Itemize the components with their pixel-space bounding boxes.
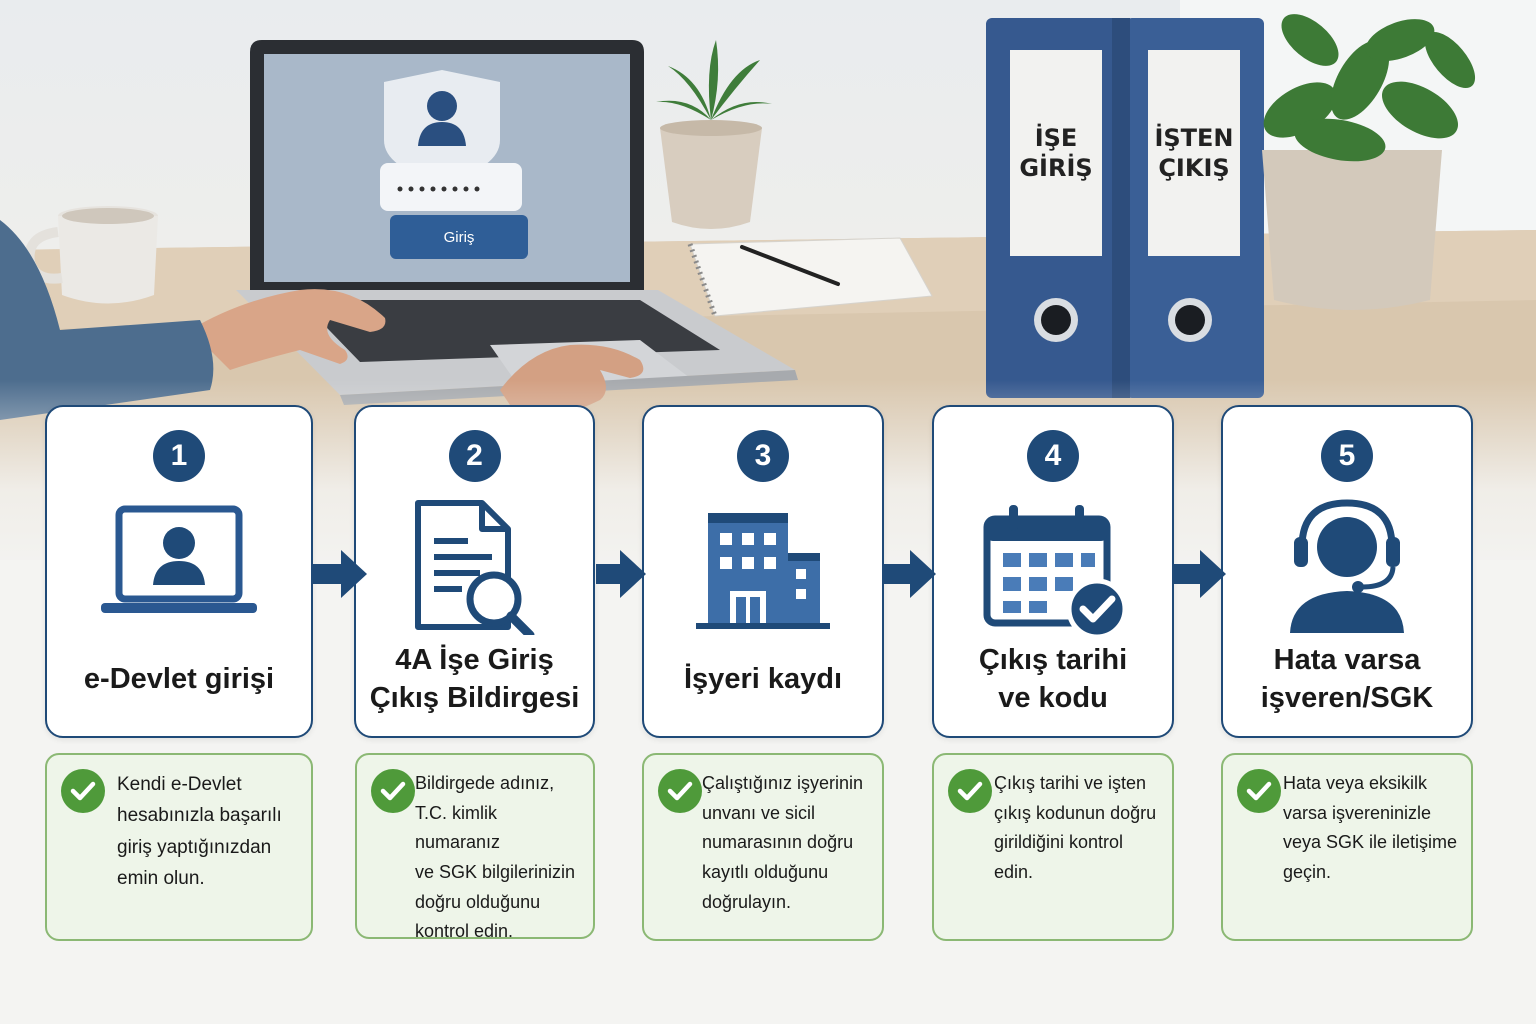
- arrow-right-icon: [313, 550, 367, 598]
- calendar-check-icon: [983, 505, 1128, 635]
- tip-line: doğru olduğunu: [415, 891, 541, 912]
- step-title-line: işveren/SGK: [1260, 682, 1434, 714]
- tip-line: kontrol edin.: [415, 921, 514, 942]
- binders-illustration: [986, 18, 1264, 398]
- tip-card-3: Çalıştığınız işyerinin unvanı ve sicil n…: [642, 753, 884, 941]
- step-title-line: ve kodu: [998, 682, 1108, 714]
- checkmark-icon: [1237, 769, 1281, 813]
- arrow-right-icon: [884, 550, 936, 598]
- checkmark-icon: [371, 769, 415, 813]
- step-title-line: İşyeri kaydı: [684, 663, 842, 696]
- tip-text: Çıkış tarihi ve işten çıkış kodunun doğr…: [994, 769, 1164, 888]
- step-title: e-Devlet girişi: [53, 635, 305, 725]
- step-card-4: 4 Çıkış tarihi ve kodu: [932, 405, 1174, 738]
- tip-line: kayıtlı olduğunu: [702, 862, 829, 883]
- tip-line: Çalıştığınız işyerinin: [702, 773, 864, 793]
- tip-line: emin olun.: [117, 868, 205, 890]
- tip-line: çıkış kodunun doğru: [994, 802, 1157, 823]
- step-title-line: e-Devlet girişi: [83, 663, 275, 696]
- tip-line: ve SGK bilgilerinizin: [415, 862, 576, 883]
- tip-line: Bildirgede adınız,: [415, 773, 555, 793]
- checkmark-icon: [948, 769, 992, 813]
- binder-left-line-2: GİRİŞ: [1019, 154, 1093, 182]
- building-icon: [696, 513, 830, 629]
- laptop-user-icon: [101, 505, 257, 613]
- step-number-badge: 4: [1027, 430, 1079, 482]
- checkmark-icon: [61, 769, 105, 813]
- tip-line: veya SGK ile iletişime: [1283, 832, 1458, 853]
- binder-right-line-1: İŞTEN: [1154, 124, 1234, 152]
- step-title: 4A İşe Giriş Çıkış Bildirgesi: [362, 635, 587, 725]
- tip-line: Çıkış tarihi ve işten: [994, 773, 1147, 793]
- tip-card-2: Bildirgede adınız, T.C. kimlik numaranız…: [355, 753, 595, 941]
- step-title-line: Çıkış tarihi: [978, 644, 1128, 677]
- tip-line: girildiğini kontrol: [994, 832, 1124, 853]
- tip-line: Kendi e-Devlet: [117, 774, 242, 795]
- step-number-badge: 1: [153, 430, 205, 482]
- step-card-5: 5 Hata varsa işveren/SGK: [1221, 405, 1473, 738]
- tip-card-5: Hata veya eksikilk varsa işvereninizle v…: [1221, 753, 1473, 941]
- tip-line: T.C. kimlik numaranız: [415, 802, 501, 853]
- tip-text: Hata veya eksikilk varsa işvereninizle v…: [1283, 769, 1463, 888]
- coffee-mug-icon: [24, 206, 158, 304]
- tip-card-4: Çıkış tarihi ve işten çıkış kodunun doğr…: [932, 753, 1174, 941]
- step-number-badge: 2: [448, 430, 501, 482]
- document-search-icon: [414, 500, 534, 635]
- tip-text: Bildirgede adınız, T.C. kimlik numaranız…: [415, 769, 585, 947]
- step-card-1: 1 e-Devlet girişi: [45, 405, 313, 738]
- checkmark-icon: [658, 769, 702, 813]
- step-number-badge: 3: [737, 430, 789, 482]
- tip-line: Hata veya eksikilk: [1283, 773, 1428, 793]
- notebook-icon: [687, 237, 933, 317]
- tip-text: Çalıştığınız işyerinin unvanı ve sicil n…: [702, 769, 874, 917]
- potted-plant-icon-right: [1262, 14, 1476, 310]
- step-card-3: 3 İşyeri kaydı: [642, 405, 884, 738]
- arrow-right-icon: [596, 550, 646, 598]
- arrow-right-icon: [1174, 550, 1226, 598]
- step-card-2: 2 4A İşe Giriş Çıkış Bildirgesi: [354, 405, 595, 738]
- tip-text: Kendi e-Devlet hesabınızla başarılı giri…: [117, 769, 303, 894]
- binder-label-right: İŞTEN ÇIKIŞ: [1148, 50, 1240, 256]
- laptop-login-button-label: Giriş: [443, 228, 475, 246]
- step-title-line: 4A İşe Giriş: [395, 644, 554, 677]
- tip-line: giriş yaptığınızdan: [117, 836, 272, 858]
- binder-right-line-2: ÇIKIŞ: [1158, 154, 1230, 182]
- support-headset-icon: [1290, 499, 1404, 633]
- tip-line: doğrulayın.: [702, 891, 792, 912]
- tip-line: edin.: [994, 862, 1034, 883]
- tip-line: unvanı ve sicil: [702, 802, 816, 823]
- step-title: Çıkış tarihi ve kodu: [940, 635, 1166, 725]
- tip-line: geçin.: [1283, 862, 1332, 883]
- potted-plant-icon: [656, 40, 772, 229]
- binder-left-line-1: İŞE: [1034, 124, 1078, 152]
- step-title-line: Hata varsa: [1273, 644, 1421, 677]
- step-title: Hata varsa işveren/SGK: [1229, 635, 1465, 725]
- step-title-line: Çıkış Bildirgesi: [369, 682, 580, 714]
- tip-line: varsa işvereninizle: [1283, 802, 1432, 823]
- step-title: İşyeri kaydı: [650, 635, 876, 725]
- tip-line: numarasının doğru: [702, 832, 854, 853]
- binder-label-left: İŞE GİRİŞ: [1010, 50, 1102, 256]
- step-number-badge: 5: [1321, 430, 1373, 482]
- tip-line: hesabınızla başarılı: [117, 805, 282, 827]
- tip-card-1: Kendi e-Devlet hesabınızla başarılı giri…: [45, 753, 313, 941]
